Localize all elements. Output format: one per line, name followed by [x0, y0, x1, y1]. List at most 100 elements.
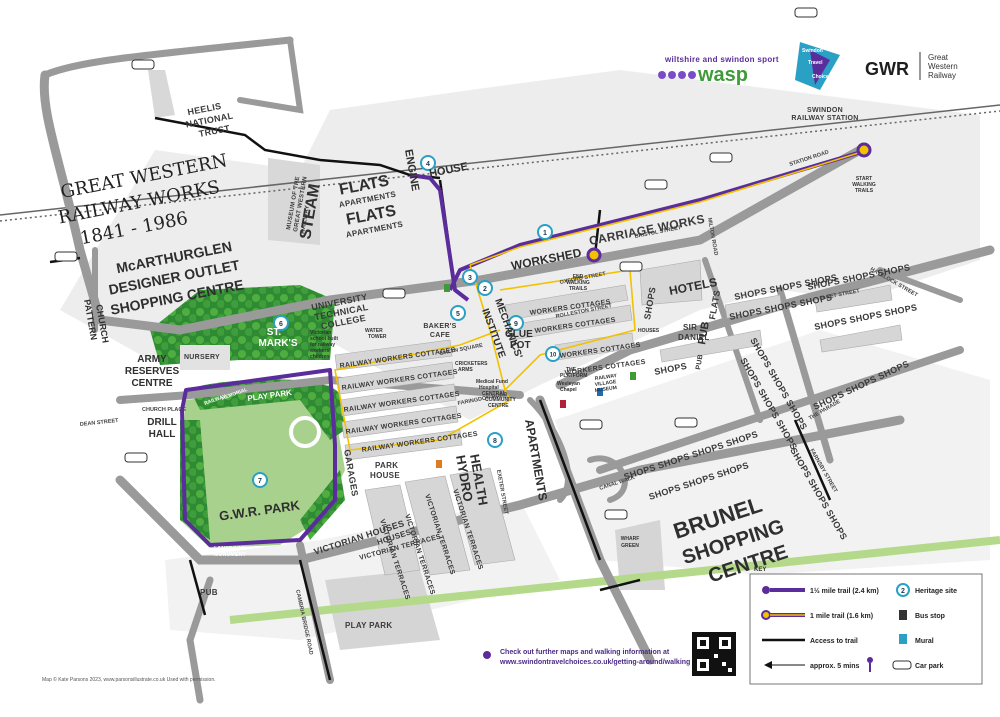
- svg-text:KEY: KEY: [754, 567, 766, 573]
- svg-text:Heritage site: Heritage site: [915, 588, 957, 595]
- svg-text:Travel: Travel: [808, 60, 823, 66]
- heritage-site-7: 7: [252, 472, 268, 488]
- key-trail-short: 1 mile trail (1.6 km): [761, 610, 873, 620]
- svg-text:1: 1: [543, 230, 547, 237]
- svg-text:START: START: [856, 176, 872, 182]
- heritage-site-4: 4: [420, 155, 436, 171]
- svg-text:Car park: Car park: [915, 663, 944, 670]
- key-trail-long: 1½ mile trail (2.4 km): [762, 586, 879, 595]
- svg-text:PUB: PUB: [696, 321, 712, 346]
- heritage-site-2: 2: [477, 280, 493, 296]
- svg-text:ST.: ST.: [267, 327, 282, 338]
- svg-text:CHURCH PLACE: CHURCH PLACE: [142, 407, 186, 413]
- svg-text:Access to trail: Access to trail: [810, 638, 858, 645]
- svg-text:DRILL: DRILL: [147, 417, 176, 428]
- svg-text:DANIEL: DANIEL: [678, 333, 710, 342]
- heritage-site-1: 1: [537, 224, 553, 240]
- svg-text:Victorian: Victorian: [310, 330, 331, 336]
- svg-text:Bus stop: Bus stop: [915, 613, 945, 620]
- svg-text:Check out further maps and wal: Check out further maps and walking infor…: [500, 649, 670, 656]
- svg-text:8: 8: [493, 438, 497, 445]
- svg-text:approx. 5 mins: approx. 5 mins: [810, 663, 860, 670]
- heritage-markers: 1 2 3 4 5 6 7 8 9 10: [252, 155, 561, 488]
- svg-text:PLATFORM: PLATFORM: [560, 373, 587, 379]
- svg-text:Mural: Mural: [915, 638, 934, 645]
- svg-text:SWINDON: SWINDON: [807, 107, 843, 114]
- svg-text:Chapel: Chapel: [560, 387, 577, 393]
- svg-text:5: 5: [456, 311, 460, 318]
- svg-text:PARK: PARK: [375, 461, 398, 470]
- svg-text:9: 9: [514, 321, 518, 328]
- svg-text:PLAY PARK: PLAY PARK: [345, 621, 392, 630]
- svg-text:4: 4: [426, 161, 430, 168]
- svg-text:10: 10: [550, 353, 557, 359]
- map-credit: Map © Kate Parsons 2023, www.parsonsillu…: [42, 676, 215, 683]
- svg-text:CAFE: CAFE: [430, 332, 450, 339]
- start-marker: START WALKING TRAILS: [852, 142, 876, 194]
- svg-text:MARK'S: MARK'S: [258, 338, 297, 349]
- svg-text:www.swindontravelchoices.co.uk: www.swindontravelchoices.co.uk/getting-a…: [499, 659, 690, 666]
- svg-text:1 mile trail (1.6 km): 1 mile trail (1.6 km): [810, 613, 873, 620]
- trail-long: [180, 148, 869, 547]
- svg-text:LANSDOWN: LANSDOWN: [214, 546, 246, 552]
- svg-text:HOUSES: HOUSES: [638, 328, 660, 334]
- svg-text:MONUMENT: MONUMENT: [214, 552, 246, 558]
- svg-text:WALKING: WALKING: [852, 182, 876, 188]
- svg-text:3: 3: [468, 275, 472, 282]
- svg-text:APARTMENTS: APARTMENTS: [522, 418, 550, 502]
- svg-text:DEAN STREET: DEAN STREET: [80, 418, 120, 428]
- svg-text:TOWER: TOWER: [368, 334, 387, 340]
- svg-text:TRAILS: TRAILS: [855, 188, 874, 194]
- svg-text:GLUE: GLUE: [505, 329, 533, 340]
- svg-text:wasp: wasp: [697, 64, 748, 86]
- svg-text:RAILWAY: RAILWAY: [594, 373, 618, 382]
- trail-short: [334, 149, 869, 451]
- svg-text:BAKER'S: BAKER'S: [423, 323, 456, 330]
- svg-text:WALKING: WALKING: [566, 280, 590, 286]
- svg-text:Medical Fund: Medical Fund: [476, 379, 508, 385]
- svg-text:TRAILS: TRAILS: [569, 286, 588, 292]
- svg-text:2: 2: [901, 588, 905, 595]
- svg-text:PUB: PUB: [695, 354, 705, 371]
- svg-text:Swindon: Swindon: [802, 48, 823, 54]
- svg-text:CENTRE: CENTRE: [131, 378, 172, 389]
- key-walk: approx. 5 mins: [764, 657, 873, 672]
- bus-stop-icons: [436, 284, 636, 468]
- svg-text:MUSEUM: MUSEUM: [594, 385, 617, 394]
- svg-text:CENTRE: CENTRE: [488, 403, 509, 409]
- svg-text:CENTRAL: CENTRAL: [482, 391, 506, 397]
- key-mural: Mural: [899, 634, 934, 645]
- svg-text:Western: Western: [928, 62, 958, 71]
- heritage-site-5: 5: [450, 305, 466, 321]
- svg-text:RAILWAY STATION: RAILWAY STATION: [791, 115, 858, 122]
- svg-text:END: END: [573, 274, 584, 280]
- svg-text:ARMS: ARMS: [458, 367, 473, 373]
- heritage-site-9: 9: [508, 315, 524, 331]
- svg-text:Hospital: Hospital: [479, 385, 499, 391]
- svg-text:RAILWAY: RAILWAY: [300, 205, 311, 234]
- svg-text:SHOPS: SHOPS: [653, 361, 687, 377]
- svg-text:PUB: PUB: [200, 588, 218, 597]
- svg-text:Choices: Choices: [812, 74, 832, 80]
- key-heritage: 2 Heritage site: [896, 583, 957, 597]
- svg-text:WHARF: WHARF: [621, 536, 640, 542]
- svg-text:GREEN: GREEN: [621, 543, 639, 549]
- svg-text:ARMY: ARMY: [137, 354, 167, 365]
- svg-text:COMMUNITY: COMMUNITY: [485, 397, 516, 403]
- wasp-logo: wiltshire and swindon sport wasp: [658, 55, 779, 86]
- svg-text:school built: school built: [310, 336, 338, 342]
- svg-text:HOUSE: HOUSE: [370, 471, 400, 480]
- gwr-logo: GWR Great Western Railway: [865, 52, 958, 80]
- svg-text:NURSERY: NURSERY: [184, 354, 220, 361]
- key-access: Access to trail: [762, 638, 858, 645]
- building-blocks: [334, 259, 903, 576]
- svg-text:7: 7: [258, 478, 262, 485]
- svg-text:for railway: for railway: [310, 342, 335, 348]
- svg-text:HALL: HALL: [149, 429, 176, 440]
- svg-text:Great: Great: [928, 53, 949, 62]
- key-car: Car park: [892, 660, 944, 670]
- svg-text:GWR: GWR: [865, 59, 909, 79]
- travel-choices-logo: Swindon Travel Choices: [795, 42, 840, 90]
- end-marker: END WALKING TRAILS: [566, 247, 602, 292]
